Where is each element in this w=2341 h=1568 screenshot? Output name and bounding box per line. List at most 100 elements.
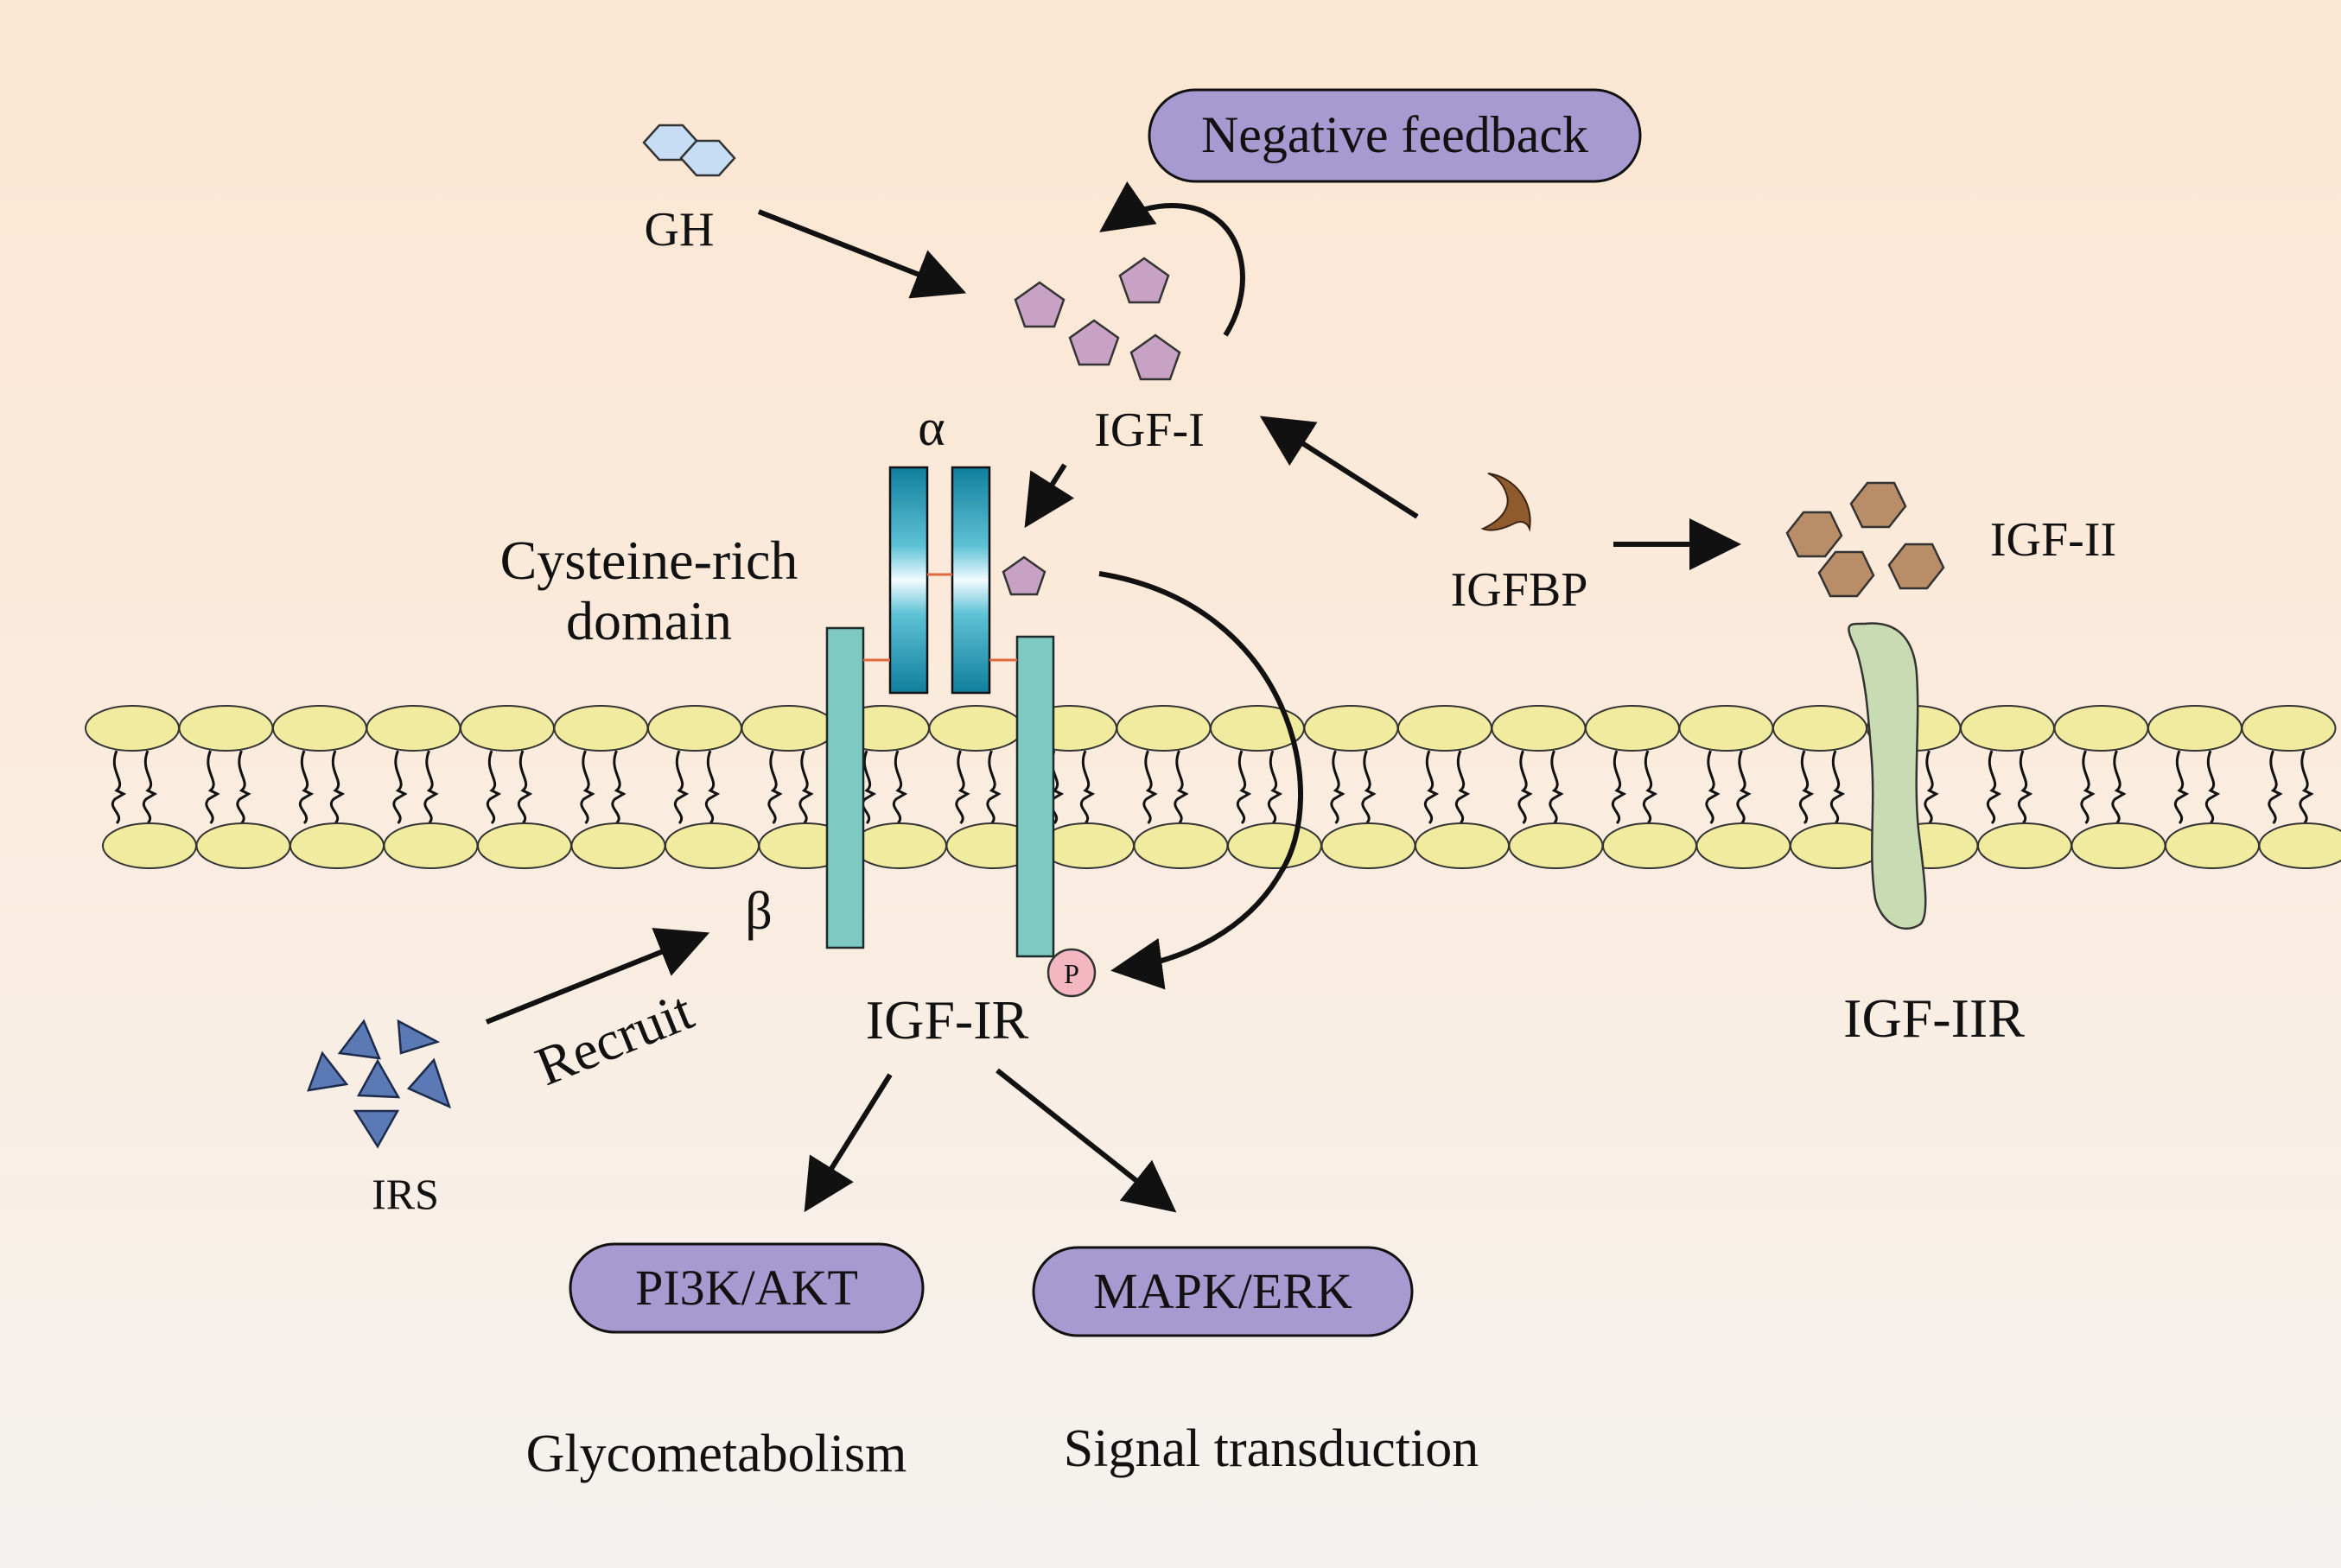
igf1-ligands: [1002, 257, 1181, 596]
lipid-tail: [143, 750, 158, 825]
beta-subunit-left: [825, 626, 865, 949]
lipid-head-outer: [85, 705, 180, 752]
lipid-head-inner: [1227, 822, 1322, 869]
lipid-head-outer: [647, 705, 742, 752]
lipid-head-outer: [1303, 705, 1399, 752]
arrow-igfbp-to-igf1: [1259, 416, 1419, 519]
lipid-head-inner: [289, 822, 385, 869]
lipid-head-inner: [665, 822, 760, 869]
igf2-ligand: [1849, 481, 1907, 529]
lipid-tail: [487, 750, 502, 825]
pi3k-akt-label: PI3K/AKT: [635, 1260, 858, 1316]
mapk-erk-pill: MAPK/ERK: [1032, 1246, 1414, 1337]
lipid-head-outer: [1397, 705, 1492, 752]
lipid-head-inner: [2071, 822, 2166, 869]
igf2-ligand: [1887, 543, 1945, 590]
irs-triangle: [356, 1058, 401, 1099]
lipid-tail: [1799, 750, 1815, 825]
mapk-erk-label: MAPK/ERK: [1093, 1263, 1352, 1319]
lipid-tail: [2080, 750, 2096, 825]
lipid-tail: [767, 750, 783, 825]
lipid-tail: [2205, 750, 2221, 825]
lipid-head-outer: [553, 705, 649, 752]
lipid-tail: [862, 750, 877, 825]
igf1r-label: IGF-IR: [866, 989, 1029, 1051]
lipid-head-inner: [1415, 822, 1510, 869]
lipid-head-outer: [1678, 705, 1774, 752]
lipid-tail: [1080, 750, 1096, 825]
lipid-tail: [2174, 750, 2190, 825]
lipid-tail: [518, 750, 533, 825]
lipid-tail: [2268, 750, 2283, 825]
lipid-tail: [986, 750, 1002, 825]
lipid-tail: [1424, 750, 1440, 825]
lipid-tail: [2111, 750, 2127, 825]
lipid-head-inner: [2258, 822, 2341, 869]
lipid-tail: [674, 750, 690, 825]
alpha-subunit-left: [888, 466, 929, 695]
negative-feedback-label: Negative feedback: [1201, 106, 1588, 163]
glycometabolism-label: Glycometabolism: [526, 1425, 907, 1483]
alpha-label: α: [918, 399, 945, 456]
lipid-tail: [423, 750, 439, 825]
lipid-head-outer: [366, 705, 461, 752]
igf1-ligand: [1014, 281, 1066, 328]
lipid-head-inner: [570, 822, 666, 869]
lipid-tail: [1361, 750, 1377, 825]
signal-transduction-label: Signal transduction: [1064, 1419, 1479, 1478]
igf2r-receptor: [1848, 622, 1927, 930]
negative-feedback-pill: Negative feedback: [1148, 88, 1642, 183]
lipid-tail: [111, 750, 127, 825]
cysteine-label-line2: domain: [566, 590, 732, 651]
igf1-ligand: [1129, 333, 1181, 381]
igf2-label: IGF-II: [1990, 513, 2116, 567]
lipid-head-outer: [741, 705, 837, 752]
lipid-head-outer: [2147, 705, 2242, 752]
lipid-tail: [1237, 750, 1252, 825]
cysteine-label-line1: Cysteine-rich: [500, 530, 798, 591]
lipid-tail: [611, 750, 627, 825]
irs-molecules: [307, 1019, 452, 1149]
lipid-head-inner: [1977, 822, 2072, 869]
lipid-tail: [1830, 750, 1846, 825]
lipid-tail: [1612, 750, 1627, 825]
lipid-tail: [1174, 750, 1189, 825]
lipid-head-outer: [1772, 705, 1867, 752]
lipid-head-outer: [460, 705, 555, 752]
lipid-head-inner: [195, 822, 291, 869]
igf2r-label: IGF-IIR: [1843, 987, 2025, 1049]
lipid-tail: [705, 750, 721, 825]
lipid-tail: [1517, 750, 1533, 825]
lipid-head-outer: [2053, 705, 2149, 752]
lipid-tail: [1455, 750, 1471, 825]
irs-triangle: [397, 1019, 441, 1055]
lipid-tail: [1736, 750, 1752, 825]
beta-subunit-right: [1015, 635, 1055, 958]
lipid-head-outer: [178, 705, 274, 752]
arrow-negative-feedback: [1099, 181, 1245, 337]
lipid-tail: [1549, 750, 1564, 825]
lipid-head-outer: [272, 705, 367, 752]
lipid-tail: [205, 750, 220, 825]
beta-label: β: [745, 882, 773, 941]
arrow-recruit: [485, 928, 710, 1025]
lipid-tail: [893, 750, 908, 825]
pi3k-akt-pill: PI3K/AKT: [569, 1242, 925, 1334]
lipid-head-inner: [1602, 822, 1697, 869]
gh-molecule: [642, 124, 736, 177]
igfbp-label: IGFBP: [1451, 563, 1588, 617]
igf1-ligand: [1118, 257, 1170, 304]
lipid-head-outer: [1585, 705, 1680, 752]
lipid-tail: [1330, 750, 1345, 825]
igf2-ligands: [1785, 481, 1945, 598]
lipid-tail: [1268, 750, 1283, 825]
alpha-subunit-right: [951, 466, 991, 695]
lipid-tail: [1643, 750, 1658, 825]
igf2-ligand: [1785, 511, 1843, 558]
lipid-head-inner: [852, 822, 947, 869]
igfbp-molecule: [1480, 473, 1531, 532]
lipid-tail: [236, 750, 251, 825]
lipid-head-outer: [2241, 705, 2337, 752]
irs-triangle: [307, 1051, 349, 1092]
